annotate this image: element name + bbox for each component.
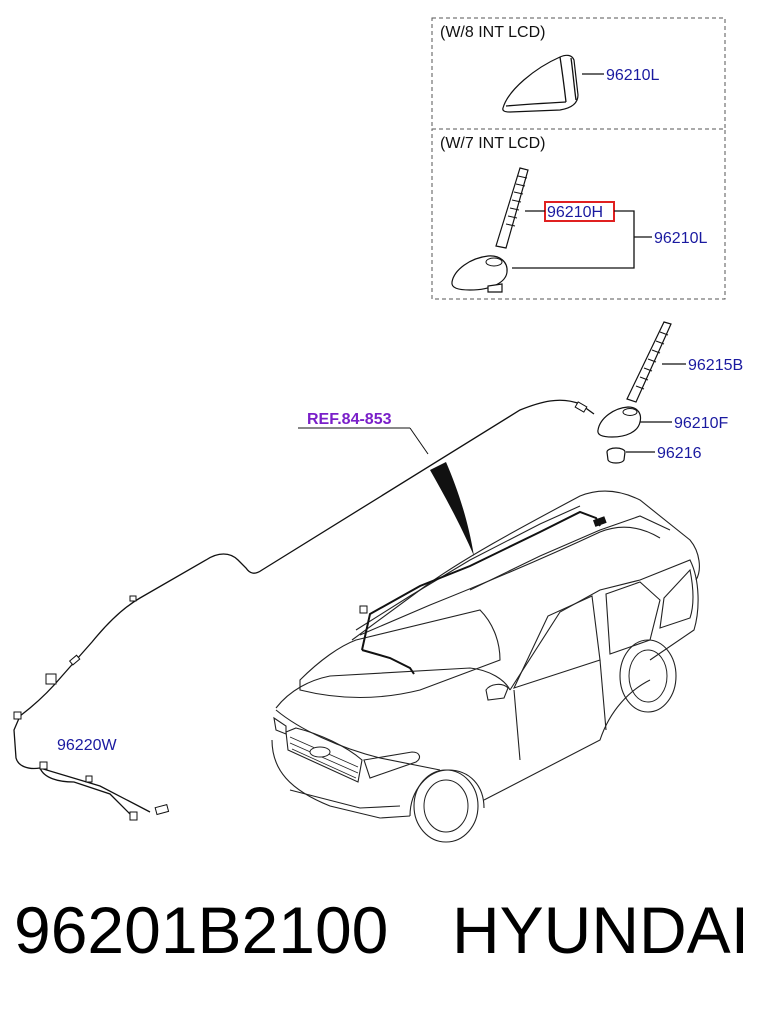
box-w7-title: (W/7 INT LCD) bbox=[440, 135, 545, 152]
label-96220w: 96220W bbox=[57, 737, 117, 754]
brand-name: HYUNDAI bbox=[452, 893, 750, 967]
label-96215b: 96215B bbox=[688, 357, 743, 374]
grommet bbox=[606, 447, 626, 464]
label-96210f: 96210F bbox=[674, 415, 728, 432]
label-96210h: 96210H bbox=[547, 204, 603, 221]
label-96216: 96216 bbox=[657, 445, 702, 462]
box-w8-int-lcd: (W/8 INT LCD) 96210L bbox=[431, 17, 726, 130]
antenna-base bbox=[597, 406, 642, 438]
label-96210l-top: 96210L bbox=[606, 67, 659, 84]
shark-fin-antenna bbox=[502, 54, 579, 113]
reference-callout: REF.84-853 bbox=[298, 411, 474, 556]
reference-label: REF.84-853 bbox=[307, 411, 392, 428]
box-w7-int-lcd: (W/7 INT LCD) 96210H 96210L bbox=[431, 128, 726, 300]
antenna-mast bbox=[626, 321, 672, 403]
antenna-cable bbox=[13, 399, 595, 821]
part-number: 96201B2100 bbox=[14, 893, 389, 967]
box-w8-title: (W/8 INT LCD) bbox=[440, 24, 545, 41]
antenna-mast-small bbox=[495, 167, 529, 249]
parts-diagram: (W/8 INT LCD) 96210L (W/7 INT LCD) bbox=[13, 17, 743, 843]
label-96210l-bottom: 96210L bbox=[654, 230, 707, 247]
suv-illustration bbox=[271, 490, 700, 843]
antenna-base-small bbox=[451, 255, 508, 293]
